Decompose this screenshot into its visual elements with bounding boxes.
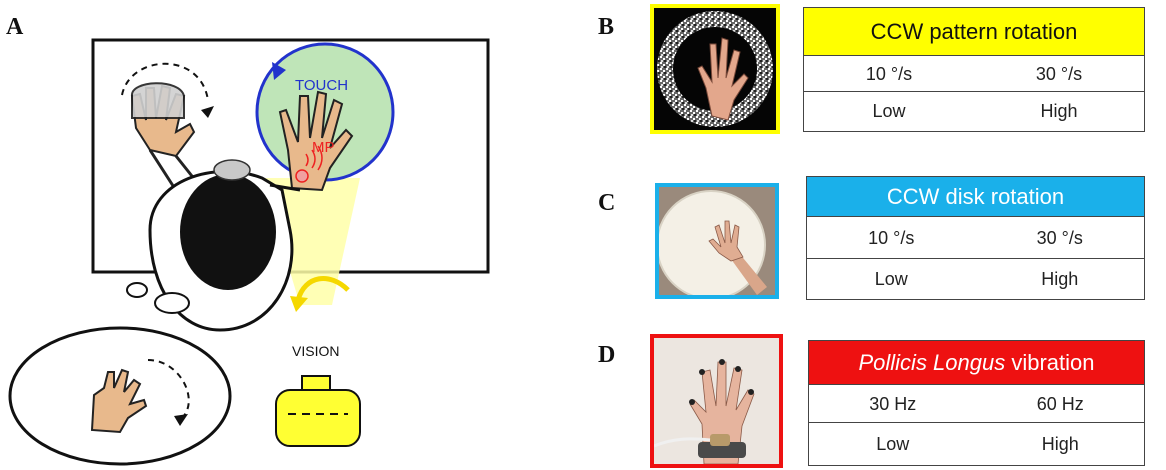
panel-c-letter: C xyxy=(598,190,615,217)
disk-level-high: High xyxy=(976,259,1145,299)
touch-label: TOUCH xyxy=(295,77,348,94)
disk-speed-low: 10 °/s xyxy=(807,217,976,258)
pattern-rotation-table: CCW pattern rotation 10 °/s 30 °/s Low H… xyxy=(803,7,1145,132)
disk-photo-icon xyxy=(659,187,775,295)
pattern-speed-low: 10 °/s xyxy=(804,56,974,91)
projector-body xyxy=(276,390,360,446)
thought-bubble-medium xyxy=(155,293,189,313)
disk-speed-row: 10 °/s 30 °/s xyxy=(807,217,1144,259)
vibration-level-row: Low High xyxy=(809,423,1144,465)
disk-stimulus-image xyxy=(655,183,779,299)
vibration-level-high: High xyxy=(977,423,1145,465)
pattern-rotation-header: CCW pattern rotation xyxy=(804,8,1144,56)
disk-level-low: Low xyxy=(807,259,976,299)
panel-d-letter: D xyxy=(598,342,615,369)
pattern-ring-icon xyxy=(654,8,776,130)
mp-label: MP xyxy=(312,139,335,156)
disk-speed-high: 30 °/s xyxy=(976,217,1145,258)
person-head xyxy=(180,174,276,290)
vision-label: VISION xyxy=(292,343,339,359)
pattern-rotation-title: CCW pattern rotation xyxy=(871,19,1078,44)
pattern-level-high: High xyxy=(974,92,1144,131)
vibration-table: Pollicis Longus vibration 30 Hz 60 Hz Lo… xyxy=(808,340,1145,466)
vibration-freq-high: 60 Hz xyxy=(977,385,1145,422)
disk-rotation-table: CCW disk rotation 10 °/s 30 °/s Low High xyxy=(806,176,1145,300)
disk-rotation-header: CCW disk rotation xyxy=(807,177,1144,217)
vibration-stimulus-image xyxy=(650,334,783,468)
pattern-level-low: Low xyxy=(804,92,974,131)
thought-bubble-small xyxy=(127,283,147,297)
vibration-title-muscle: Pollicis Longus xyxy=(858,350,1005,375)
pattern-stimulus-image xyxy=(650,4,780,134)
left-hand-mask xyxy=(132,83,184,118)
disk-level-row: Low High xyxy=(807,259,1144,299)
vibration-freq-row: 30 Hz 60 Hz xyxy=(809,385,1144,423)
vibrator-dot xyxy=(296,170,308,182)
panel-a-illustration: TOUCH MP VISION xyxy=(0,0,600,470)
vibration-header: Pollicis Longus vibration xyxy=(809,341,1144,385)
vibration-level-low: Low xyxy=(809,423,977,465)
panel-b-letter: B xyxy=(598,14,614,41)
vibration-freq-low: 30 Hz xyxy=(809,385,977,422)
headset-icon xyxy=(214,160,250,180)
vibration-title-rest: vibration xyxy=(1005,350,1094,375)
disk-rotation-title: CCW disk rotation xyxy=(887,184,1064,209)
pattern-level-row: Low High xyxy=(804,92,1144,131)
pattern-speed-high: 30 °/s xyxy=(974,56,1144,91)
vibration-photo-icon xyxy=(654,338,779,464)
pattern-speed-row: 10 °/s 30 °/s xyxy=(804,56,1144,92)
